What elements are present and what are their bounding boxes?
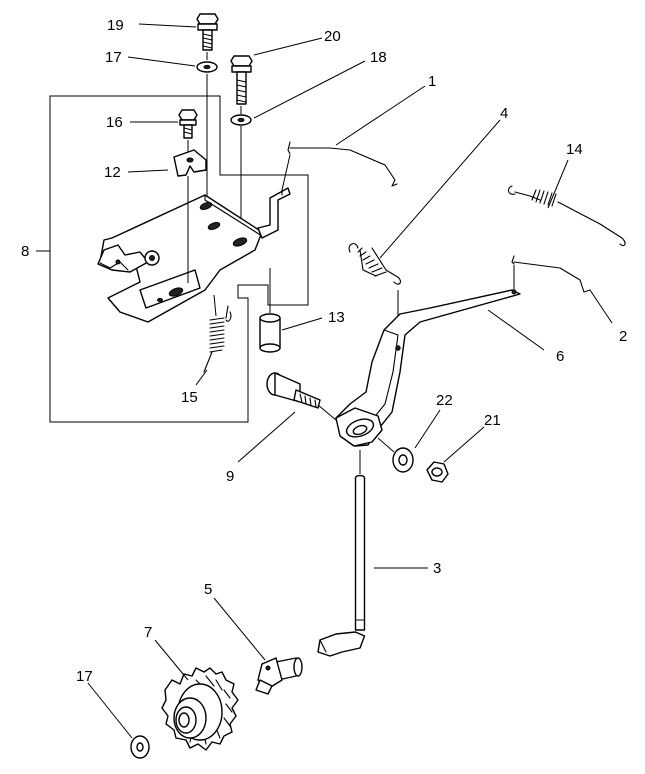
- washer-17-bottom: [130, 735, 150, 759]
- washer-17-top: [196, 61, 218, 73]
- link-rod-1: [287, 141, 398, 187]
- subassembly-8-outline: [49, 95, 309, 423]
- screw-16: [178, 109, 198, 139]
- callout-7: 7: [144, 624, 152, 641]
- callout-9: 9: [226, 468, 234, 485]
- callout-22: 22: [436, 392, 453, 409]
- shoulder-bolt-9: [266, 372, 321, 409]
- callout-17-bottom: 17: [76, 668, 93, 685]
- callout-20: 20: [324, 28, 341, 45]
- callout-5: 5: [204, 581, 212, 598]
- callout-18: 18: [370, 49, 387, 66]
- callout-13: 13: [328, 309, 345, 326]
- callout-6: 6: [556, 348, 564, 365]
- bolt-19: [196, 13, 219, 51]
- callout-12: 12: [104, 164, 121, 181]
- governor-shaft-3: [317, 474, 366, 657]
- callout-21: 21: [484, 412, 501, 429]
- callout-2: 2: [619, 328, 627, 345]
- spring-4: [348, 243, 402, 285]
- bolt-20: [230, 55, 253, 105]
- spring-14: [507, 185, 626, 247]
- callout-19: 19: [107, 17, 124, 34]
- governor-gear-7: [161, 667, 239, 751]
- leader-lines: [36, 23, 613, 739]
- spring-15: [203, 305, 232, 373]
- callout-1: 1: [428, 73, 436, 90]
- callout-8: 8: [21, 243, 29, 260]
- governor-cup-5: [255, 657, 303, 695]
- washer-18: [230, 114, 252, 126]
- callout-3: 3: [433, 560, 441, 577]
- governor-control-plate: [97, 187, 291, 323]
- callout-labels: 19 20 17 18 1 4 16 14 12 8 13 2 6 15 22 …: [21, 17, 627, 685]
- clip-12: [173, 149, 207, 177]
- link-2: [511, 255, 591, 293]
- callout-16: 16: [106, 114, 123, 131]
- bushing-13: [259, 313, 281, 353]
- callout-17-top: 17: [105, 49, 122, 66]
- washer-22: [392, 447, 414, 473]
- callout-15: 15: [181, 389, 198, 406]
- callout-4: 4: [500, 105, 508, 122]
- governor-lever-6: [335, 289, 521, 447]
- nut-21: [426, 461, 449, 483]
- callout-14: 14: [566, 141, 583, 158]
